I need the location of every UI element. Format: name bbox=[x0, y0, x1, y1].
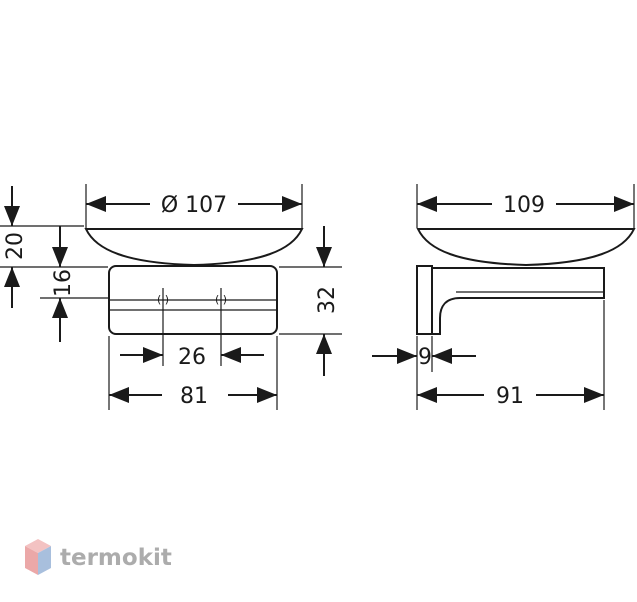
watermark-brand-text: termokit bbox=[60, 545, 172, 571]
dim-height-32: 32 bbox=[315, 286, 340, 314]
termokit-watermark: termokit bbox=[25, 539, 172, 575]
soap-dish-front bbox=[84, 228, 304, 267]
termokit-logo-icon bbox=[25, 539, 51, 575]
dim-width-81: 81 bbox=[180, 384, 208, 409]
front-view: ( ) ( ) Ø 107 81 26 bbox=[0, 184, 342, 410]
dim-height-20: 20 bbox=[3, 232, 28, 260]
dim-projection-91: 91 bbox=[496, 384, 524, 409]
wall-plate bbox=[416, 265, 433, 335]
soap-dish-side bbox=[416, 228, 636, 267]
holder-bracket-front bbox=[108, 265, 278, 335]
holder-arm-side bbox=[432, 267, 605, 335]
dim-height-16: 16 bbox=[51, 269, 76, 297]
side-view: 109 9 91 bbox=[372, 184, 636, 410]
dim-diameter-107: Ø 107 bbox=[161, 193, 227, 218]
dim-hole-spacing-26: 26 bbox=[178, 345, 206, 370]
dim-width-109: 109 bbox=[503, 193, 545, 218]
dim-wall-plate-9: 9 bbox=[418, 345, 432, 370]
